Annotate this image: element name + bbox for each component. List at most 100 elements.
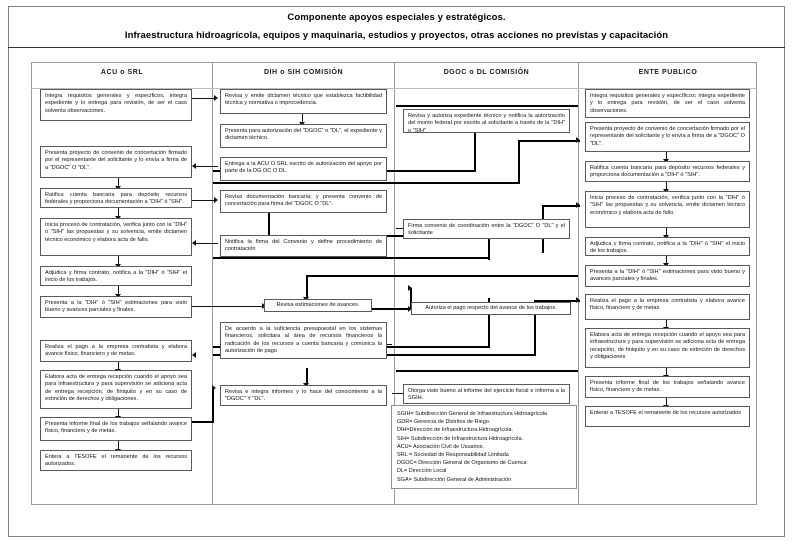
flow-box[interactable]: Integra requisitos generales y específic… (40, 89, 192, 121)
connector-c1-b7-b8 (118, 362, 120, 370)
flow-box[interactable]: Ratifica cuenta bancaria para depósito r… (40, 188, 192, 208)
connector-c1b1-to-c2b1 (192, 98, 216, 100)
document-outer-border (8, 6, 785, 537)
legend-box: SGIH= Subdirección General de Infraestru… (391, 405, 577, 489)
arrowhead-c2b8-side (212, 385, 216, 391)
legend-item: DIH=Dirección de Infraestructura Hidroag… (397, 427, 514, 434)
flow-box[interactable]: Autoriza el pago respecto del avance de … (411, 302, 571, 315)
column-divider-1 (212, 62, 213, 505)
flow-box[interactable]: Presenta informe final de los trabajos s… (585, 376, 750, 398)
arrowhead-c2b1 (214, 95, 218, 101)
flow-box[interactable]: Revisa y autoriza expediente técnico y n… (403, 109, 570, 133)
connector-c3b1-to-c4b2 (518, 140, 580, 143)
connector-c4-b5-b6 (666, 256, 668, 265)
legend-item: DGOC= Dirección General de Organismo de … (397, 460, 527, 467)
flow-box[interactable]: Presenta proyecto de convenio de concert… (585, 122, 750, 152)
arrowhead-autoriza-pago (408, 285, 412, 291)
connector-c4b6-left-rail (396, 275, 578, 278)
flow-box[interactable]: Revisa documentación bancaria; y present… (220, 190, 387, 213)
flow-box[interactable]: Realiza el pago a la empresa contratista… (40, 340, 192, 362)
legend-item: SGA= Subdirección General de Administrac… (397, 476, 512, 483)
connector-c3b1-right-down (518, 140, 521, 184)
connector-estim-right-up (410, 288, 413, 310)
connector-c1-b9-b10 (118, 441, 120, 450)
flow-box[interactable]: Realiza el pago a la empresa contratista… (585, 294, 750, 320)
flow-box[interactable]: Notifica la firma del Convenio y define … (220, 235, 387, 257)
flow-box[interactable]: Inicia proceso de contratación, verifica… (585, 191, 750, 228)
connector-c1-b5-b6 (118, 286, 120, 296)
legend-item: GDR= Gerencia de Distritos de Riego. (397, 419, 491, 426)
flow-box[interactable]: Ratifica cuenta bancaria para depósito r… (585, 161, 750, 182)
arrowhead-c4b2 (576, 137, 580, 143)
column-header-dgoc-dl: DGOC o DL COMISIÓN (443, 69, 530, 76)
connector-c1-b8-b9 (118, 409, 120, 417)
legend-item: SIH= Subdirección de Infraestructura Hid… (397, 435, 524, 442)
flow-box[interactable]: Presenta a la "DIH" ó "SIH" estimaciones… (585, 265, 750, 287)
flow-box[interactable]: Presenta para autorización del "DGOC" o … (220, 124, 387, 148)
flow-box[interactable]: Adjudica y firma contrato, notifica a la… (585, 237, 750, 256)
connector-autoriza-down (488, 298, 491, 348)
connector-c2b3-to-c1b2 (196, 166, 218, 168)
arrowhead-c1b2 (192, 163, 196, 169)
connector-c4-b4-b5 (666, 228, 668, 237)
flow-box[interactable]: Presenta informe final de los trabajos s… (40, 417, 192, 441)
flow-box[interactable]: Adjudica y firma contrato, notifica a la… (40, 266, 192, 286)
header-rule (31, 88, 757, 89)
column-divider-3 (578, 62, 579, 505)
arrowhead-c4b4 (576, 202, 580, 208)
connector-c2-b1-b2 (302, 114, 304, 124)
flow-box[interactable]: Integra requisitos generales y específic… (585, 89, 750, 118)
arrowhead-c3b3 (408, 306, 412, 312)
column-header-dih-sih: DIH o SIH COMISIÓN (263, 69, 344, 76)
flow-box[interactable]: De acuerdo a la suficiencia presupuestal… (220, 322, 387, 359)
connector-c4-b3-b4 (666, 182, 668, 191)
connector-c1b3-to-c2b4 (192, 200, 216, 202)
connector-c1-b4-b5 (118, 256, 120, 266)
connector-c1b6-to-c2b6 (192, 306, 264, 308)
legend-item: SGIH= Subdirección General de Infraestru… (397, 411, 547, 417)
connector-c1b8-right (192, 421, 214, 424)
legend-item: DL= Dirección Local (397, 468, 447, 475)
flow-box[interactable]: Presenta proyecto de convenio de concert… (40, 146, 192, 178)
legend-item: ACU= Asociación Civil de Usuarios. (397, 443, 484, 450)
connector-c4-b9-b10 (666, 398, 668, 406)
connector-autoriza-right-down (534, 300, 537, 356)
flow-box[interactable]: Firma convenio de coordinación entre la … (403, 219, 570, 239)
connector-c3b2-to-c4b4 (542, 205, 580, 208)
column-header-acu-srl: ACU o SRL (100, 69, 144, 76)
connector-c1-b2-b3 (118, 178, 120, 188)
connector-c2b7-down (306, 368, 309, 386)
connector-c4b9-left-rail (396, 370, 578, 373)
flow-box[interactable]: Revisa estimaciones de avances. (264, 299, 372, 312)
flow-box[interactable]: Inicia proceso de contratación, verifica… (40, 218, 192, 256)
connector-c2b8-to-c3b4 (392, 393, 410, 395)
connector-c2b5-to-c1b4 (196, 243, 218, 245)
flow-box[interactable]: Enterar a TESOFE el remanente de los rec… (585, 406, 750, 427)
connector-c4-b2-b3 (666, 152, 668, 161)
connector-c3b2-down (488, 238, 491, 260)
arrowhead-c4b7 (576, 297, 580, 303)
connector-c2b4-down (268, 211, 271, 237)
legend-item: SRL = Sociedad de Responsabilidad Limita… (397, 452, 509, 459)
arrowhead-c1b7 (192, 352, 196, 358)
flow-box[interactable]: Elabora acta de entrega recepción cuando… (40, 370, 192, 409)
connector-c1b8-up (212, 388, 215, 422)
flow-box[interactable]: Presenta a la "DIH" ó "SIH" estimaciones… (40, 296, 192, 318)
flow-box[interactable]: Entera a TESOFE el remanente de los recu… (40, 450, 192, 471)
flow-box[interactable]: Otorga visto bueno al informe del ejerci… (403, 384, 570, 404)
connector-c1-b3-b4 (118, 208, 120, 218)
connector-estimaciones-in (306, 275, 398, 278)
column-header-ente-publico: ENTE PUBLICO (638, 69, 698, 76)
connector-estimaciones-down (306, 275, 309, 299)
flow-box[interactable]: Entrega a la ACU O SRL escrito de autori… (220, 157, 387, 181)
flow-box[interactable]: Revisa e integra informes y lo hace del … (220, 385, 387, 406)
connector-c3b2-left (213, 257, 490, 260)
flow-box[interactable]: Elabora acta de entrega recepción cuando… (585, 328, 750, 368)
document-title-band: Componente apoyos especiales y estratégi… (8, 6, 785, 48)
connector-c4-b8-b9 (666, 368, 668, 376)
connector-c4-b7-b8 (666, 320, 668, 328)
connector-estim-right (372, 308, 412, 311)
arrowhead-c1b4 (192, 240, 196, 246)
flow-box[interactable]: Revisa y emite dictamen técnico que esta… (220, 89, 387, 114)
